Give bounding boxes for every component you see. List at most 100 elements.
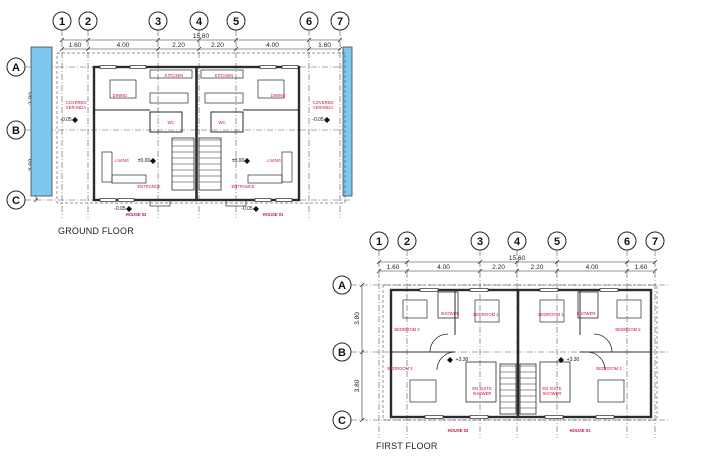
gf-grid-bubble-6-circle (299, 11, 319, 31)
ff-window (539, 288, 559, 292)
gf-grid-bubble-7-label: 7 (337, 16, 343, 28)
ff-bed (409, 379, 437, 403)
gf-room-label: ENTRANCE (231, 184, 254, 189)
ff-grid-bubble-2-label: 2 (404, 236, 410, 248)
gf-level-label: ±0.00 (232, 158, 245, 164)
gf-window (254, 198, 272, 202)
gf-dim-tick (33, 197, 39, 203)
ff-grid-bubble-7-circle (645, 231, 665, 251)
ff-shower-left (437, 291, 459, 319)
ff-dim-tick (477, 268, 483, 274)
ff-roof-edge (382, 284, 658, 421)
gf-dining-table (109, 79, 137, 99)
ff-room-label: BEDROOM 1 (473, 312, 499, 317)
ff-dim-tick (652, 259, 658, 265)
ff-grid-bubble-1-label: 1 (376, 236, 382, 248)
ff-ensuite-left (465, 361, 497, 403)
gf-stair-right (198, 137, 222, 191)
ff-window (469, 288, 489, 292)
ff-room-label: SHOWER (543, 391, 562, 396)
gf-grid-bubble-B-circle (6, 120, 26, 140)
ff-grid-bubble-4-label: 4 (514, 236, 521, 248)
gf-dim-tick (85, 37, 91, 43)
gf-level-label: -0.05 (241, 206, 253, 212)
gf-room-label: LIVING (115, 158, 129, 163)
gf-sofa (281, 151, 293, 183)
gf-dim-tick (59, 37, 65, 43)
ff-grid-bubble-6-circle (617, 231, 637, 251)
ff-dim-tick (376, 259, 382, 265)
ff-room-label: SHOWER (441, 311, 460, 316)
ff-room-label: BEDROOM 3 (387, 366, 413, 371)
gf-dim-tick (306, 37, 312, 43)
gf-room-label: COVERED (313, 100, 334, 105)
ff-bed (539, 299, 565, 323)
ff-grid-bubble-3-circle (470, 231, 490, 251)
gf-grid-bubble-7-circle (330, 11, 350, 31)
ff-grid-bubble-B-circle (332, 342, 352, 362)
ff-window (424, 415, 444, 419)
gf-window (99, 198, 117, 202)
gf-dim-tick (233, 37, 239, 43)
ff-grid-bubble-C-label: C (338, 415, 346, 427)
ff-dim-tick (554, 268, 560, 274)
ff-window (419, 288, 439, 292)
ff-bed (616, 299, 642, 319)
gf-room-label: VERANDA (313, 105, 333, 110)
gf-grid-bubble-A-label: A (12, 62, 20, 74)
ff-dim-tick (359, 349, 365, 355)
gf-house-label: HOUSE 01 (263, 212, 284, 217)
ff-room-label: BEDROOM 3 (596, 366, 622, 371)
ff-grid-bubble-6-label: 6 (624, 236, 630, 248)
gf-grid-bubble-1-label: 1 (59, 16, 65, 28)
gf-window (117, 198, 135, 202)
ff-bed (402, 299, 428, 319)
ff-house-label: HOUSE 01 (570, 428, 591, 433)
ff-room-label: SHOWER (473, 391, 492, 396)
gf-level-label: -0.05 (60, 117, 72, 123)
gf-window (275, 198, 293, 202)
ff-dim-tick (404, 259, 410, 265)
gf-room-label: DINING (113, 93, 128, 98)
gf-kitchen-counter (149, 69, 193, 79)
ff-level-label: +3.30 (456, 357, 469, 363)
gf-dim-tick (337, 37, 343, 43)
ff-col-dim-2: 4.00 (437, 264, 450, 271)
gf-house-label: HOUSE 02 (126, 212, 147, 217)
ff-col-dim-5: 4.00 (586, 264, 599, 271)
ff-col-dim-1: 1.60 (387, 264, 400, 271)
ff-dim-tick (404, 268, 410, 274)
ff-dim-tick (359, 417, 365, 423)
ff-room-label: SHOWER (577, 311, 596, 316)
gf-room-label: LIVING (267, 158, 281, 163)
ff-dim-tick (376, 268, 382, 274)
ff-col-dim-6: 1.60 (635, 264, 648, 271)
gf-kitchen-island (204, 92, 244, 104)
ff-dim-tick (624, 259, 630, 265)
gf-kitchen-island (149, 92, 189, 104)
ff-window (544, 415, 564, 419)
gf-room-label: WC (219, 120, 226, 125)
ff-row-dim-2: 3.80 (354, 379, 361, 392)
ff-grid-bubble-3-label: 3 (477, 236, 483, 248)
gf-dim-tick (196, 46, 202, 52)
ff-door-swing (586, 351, 606, 371)
ff-room-label: BEDROOM 2 (394, 327, 420, 332)
gf-col-dim-1: 1.60 (69, 42, 82, 49)
gf-room-label: KITCHEN (165, 73, 183, 78)
ff-window (469, 415, 489, 419)
ff-room-label: BEDROOM 1 (538, 312, 564, 317)
gf-col-dim-4: 2.20 (211, 42, 224, 49)
gf-grid-bubble-B-label: B (12, 125, 20, 137)
ff-level-marker (447, 357, 453, 363)
ff-bed (597, 379, 625, 403)
gf-window (129, 65, 147, 69)
ff-grid-bubble-5-label: 5 (554, 236, 560, 248)
ff-grid-bubble-C-circle (332, 410, 352, 430)
gf-level-label: ±0.00 (138, 158, 151, 164)
gf-total-dim-label: 15.60 (193, 33, 210, 40)
gf-dim-tick (233, 46, 239, 52)
ff-dim-tick (514, 268, 520, 274)
